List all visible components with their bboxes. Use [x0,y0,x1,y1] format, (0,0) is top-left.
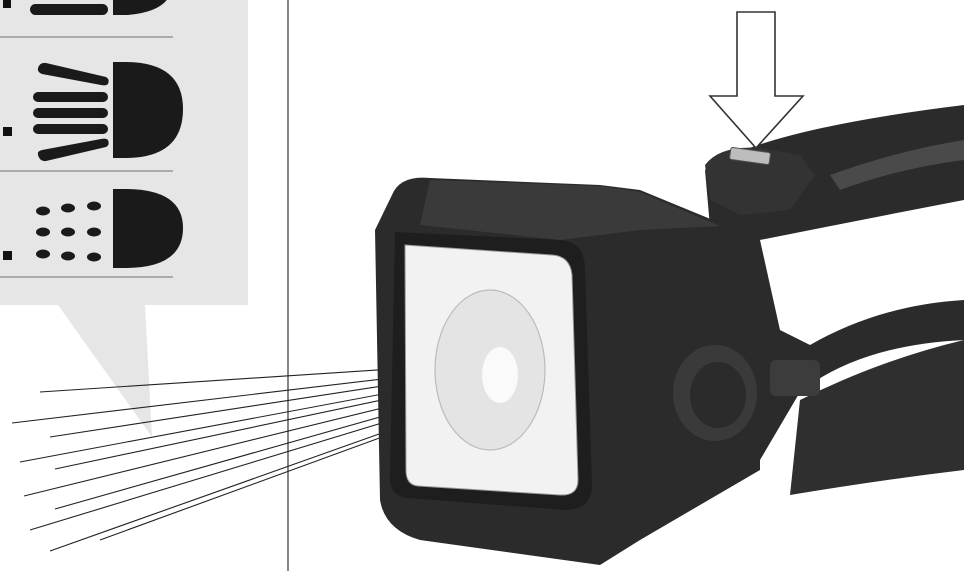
square-indicator [3,251,12,260]
mode-button[interactable] [729,147,771,165]
pivot-knob-inner [690,362,746,428]
handle-grip-highlight [830,140,964,190]
device-lower-arm [790,340,964,495]
square-indicator [3,0,11,8]
head-top-face [420,180,720,240]
square-indicator [3,127,12,136]
side-switch [770,360,820,396]
beam-wide-icon [3,62,183,162]
arrow-down-icon [708,11,805,150]
mode-callout [0,0,248,437]
lens-center [482,347,518,403]
handle-inner-gap [760,200,964,345]
work-light-device [375,105,964,565]
button-housing [705,147,815,215]
beam-dotted-icon [3,189,183,268]
beam-narrow-icon [3,0,167,15]
